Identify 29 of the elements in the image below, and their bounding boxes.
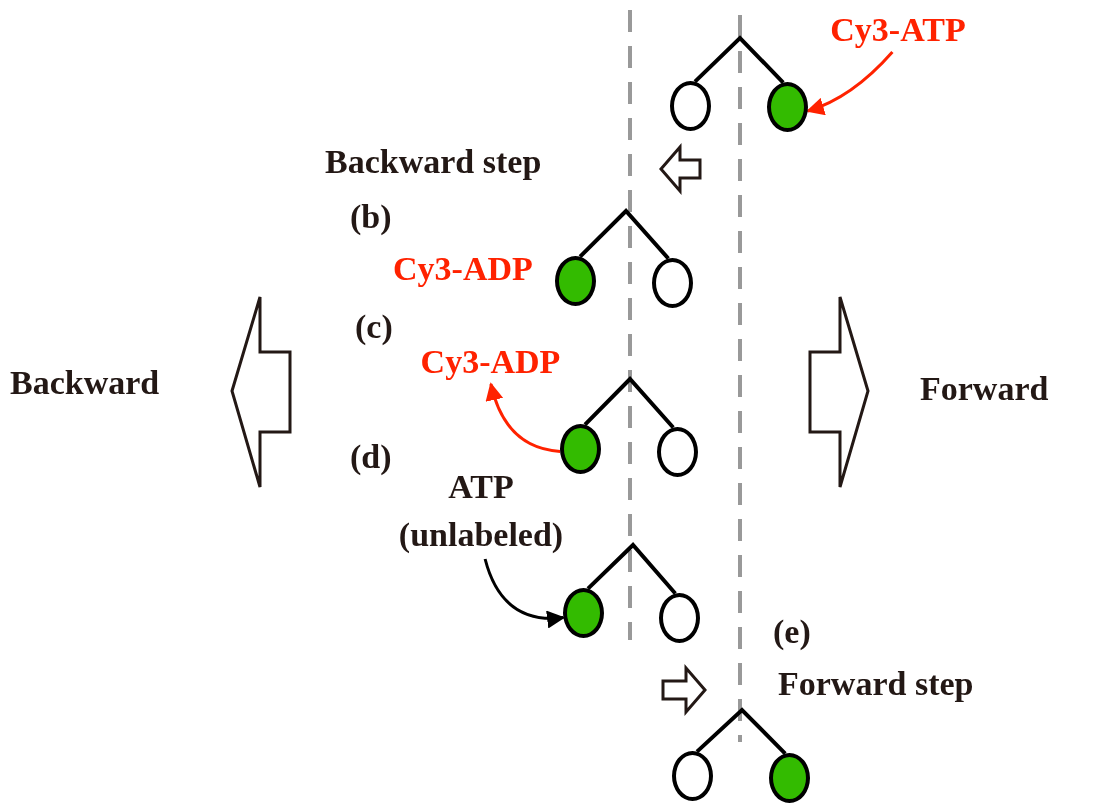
direction-label: Backward (10, 364, 160, 402)
motor-head-ellipse (767, 82, 808, 132)
curved-arrow (486, 382, 561, 453)
motor-head-ellipse (555, 256, 596, 306)
direction-label: Forward (920, 370, 1049, 408)
annotation-text: Cy3-ADP (420, 343, 561, 381)
annotation-text: Cy3-ADP (393, 250, 533, 288)
curved-arrow (806, 51, 894, 115)
motor-legs (586, 542, 677, 595)
motor-legs (578, 208, 670, 260)
motor-head-ellipse (769, 753, 810, 803)
panel-label: (d) (350, 438, 392, 476)
motor-legs (695, 707, 787, 755)
motor-legs (583, 376, 675, 429)
motor-head-ellipse (672, 751, 713, 801)
annotation-text: ATP (unlabeled) (397, 467, 565, 555)
motor-head-ellipse (560, 424, 601, 474)
motor-head-ellipse (670, 81, 711, 131)
motor-head-ellipse (563, 588, 604, 638)
panel-label: (b) (350, 198, 392, 236)
motor-head-ellipse (659, 593, 700, 643)
panel-label: (e) (773, 613, 811, 651)
annotation-text: Cy3-ATP (830, 11, 966, 49)
panel-label: (c) (355, 308, 393, 346)
step-label: Forward step (778, 665, 974, 703)
step-label: Backward step (325, 143, 542, 181)
motor-legs (693, 35, 785, 84)
motor-head-ellipse (657, 427, 698, 477)
motor-head-ellipse (652, 258, 693, 308)
